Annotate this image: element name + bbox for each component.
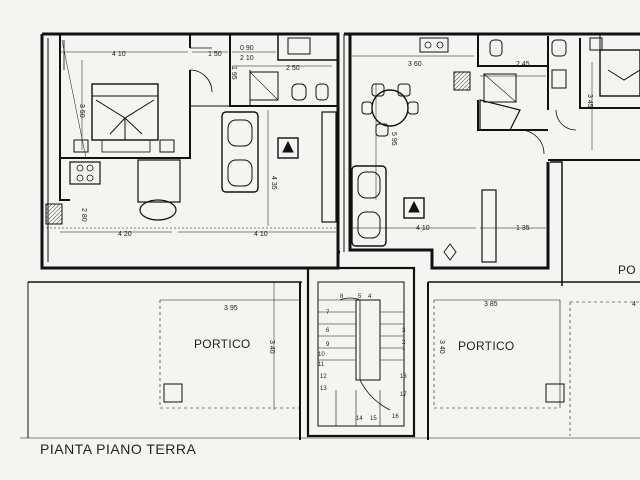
left-apartment <box>40 32 340 270</box>
stair-step-9: 9 <box>326 342 330 348</box>
stair-step-8: 8 <box>340 294 344 300</box>
dim-right-top-a: 3 60 <box>408 61 422 68</box>
dim-right-bottom-a: 4 10 <box>416 225 430 232</box>
room-label-portico-far-right: PO <box>618 263 636 277</box>
room-label-portico-left: PORTICO <box>194 337 251 351</box>
stair-step-12: 12 <box>320 374 327 380</box>
room-label-portico-right: PORTICO <box>458 339 515 353</box>
dim-left-top-a: 1 50 <box>208 51 222 58</box>
dim-left-bottom-a: 4 20 <box>118 231 132 238</box>
stair-step-15: 15 <box>370 416 377 422</box>
stair-step-16: 16 <box>392 414 399 420</box>
dim-left-top-width: 4 10 <box>112 51 126 58</box>
porticos <box>20 266 640 440</box>
stair-step-3: 3 <box>402 328 406 334</box>
stair-step-17: 17 <box>400 392 407 398</box>
stair-step-5: 5 <box>358 294 362 300</box>
dim-right-top-b: 2 45 <box>516 61 530 68</box>
dim-portico-right-w: 3 85 <box>484 301 498 308</box>
dim-right-top-c: 3 45 <box>586 94 593 108</box>
dim-portico-left-w: 3 95 <box>224 305 238 312</box>
stair-step-2: 2 <box>402 340 406 346</box>
stair-step-10: 10 <box>318 352 325 358</box>
stair-step-13: 13 <box>320 386 327 392</box>
dimension-labels: 4 10 1 50 0 90 2 10 2 50 3 50 1 95 2 80 … <box>78 45 636 354</box>
dim-left-small-b: 2 10 <box>240 55 254 62</box>
plan-title: PIANTA PIANO TERRA <box>40 441 196 457</box>
dim-left-bottom-b: 4 10 <box>254 231 268 238</box>
dim-far-right: 4 <box>632 301 636 308</box>
dim-left-living-h: 4 35 <box>270 176 277 190</box>
right-apartment <box>343 32 640 286</box>
dim-portico-right-h: 3 40 <box>438 340 445 354</box>
dim-left-door-h: 1 95 <box>230 66 237 80</box>
dim-right-living-h: 5 95 <box>390 132 397 146</box>
stair-step-6: 6 <box>326 328 330 334</box>
dim-left-bed-h: 3 50 <box>78 104 85 118</box>
stair-step-numbers: 8 5 4 3 7 2 6 1 9 10 11 12 18 13 17 14 1… <box>318 294 407 422</box>
dim-left-small-a: 0 90 <box>240 45 254 52</box>
stair-step-1: 1 <box>402 346 406 352</box>
stair-step-14: 14 <box>356 416 363 422</box>
stair-step-4: 4 <box>368 294 372 300</box>
stair-step-7: 7 <box>326 310 330 316</box>
stair-step-11: 11 <box>318 362 325 368</box>
dim-left-kitchen-h: 2 80 <box>80 208 87 222</box>
dim-right-bottom-b: 1 35 <box>516 225 530 232</box>
stair-step-18: 18 <box>400 374 407 380</box>
dim-portico-left-h: 3 40 <box>268 340 275 354</box>
dim-left-bath-w: 2 50 <box>286 65 300 72</box>
